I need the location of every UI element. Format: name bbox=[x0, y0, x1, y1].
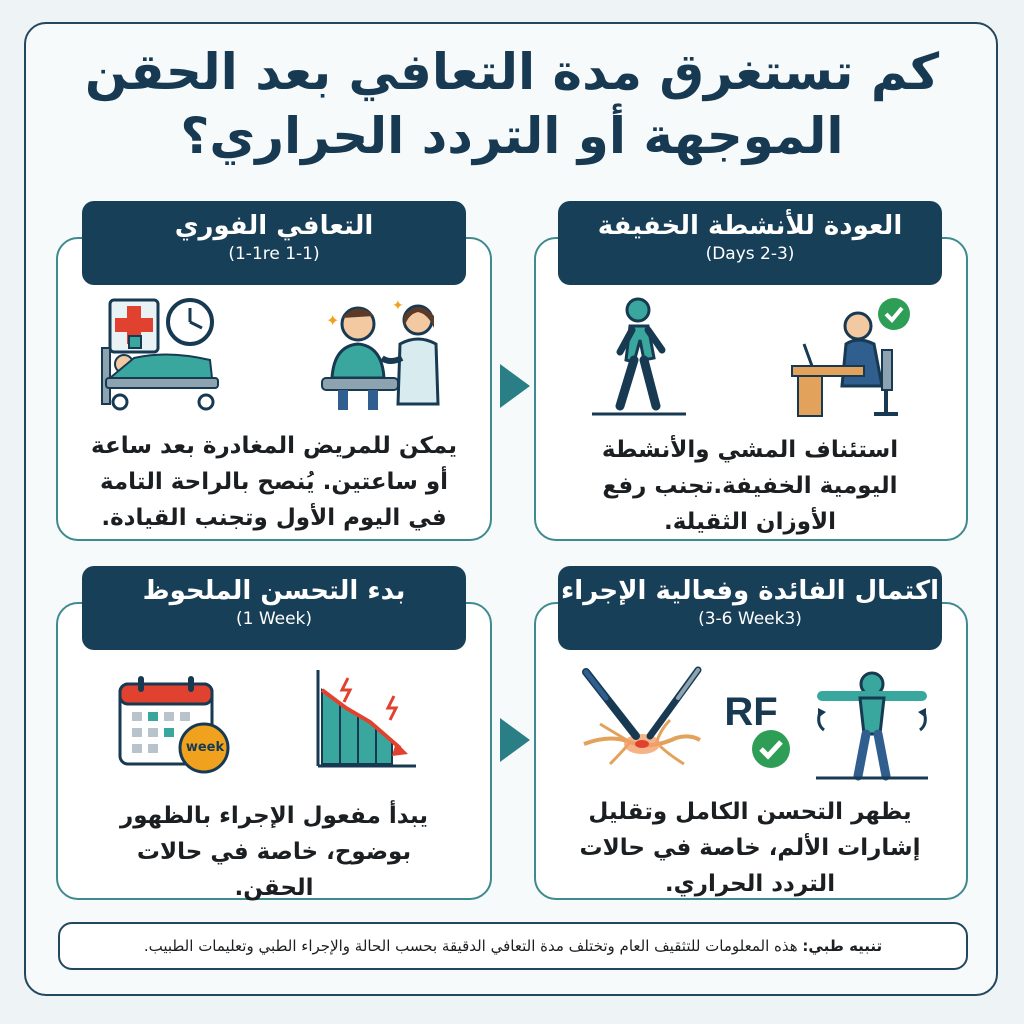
svg-text:✦: ✦ bbox=[326, 311, 339, 330]
disclaimer-label: تنبيه طبي: bbox=[802, 937, 883, 955]
badge-noticeable-improvement: بدء التحسن الملحوظ (1 Week) bbox=[82, 566, 466, 650]
badge-full-benefit: اكتمال الفائدة وفعالية الإجراء (3-6 Week… bbox=[558, 566, 942, 650]
text-light-activity: استئناف المشي والأنشطة اليومية الخفيفة.ت… bbox=[601, 437, 899, 535]
pain-decline-chart-icon bbox=[316, 670, 416, 768]
timeframe-full-benefit: (3-6 Week3) bbox=[698, 609, 802, 629]
page-title: كم تستغرق مدة التعافي بعد الحقن الموجهة … bbox=[60, 40, 964, 168]
medical-disclaimer: تنبيه طبي: هذه المعلومات للتثقيف العام و… bbox=[58, 922, 968, 970]
needle-nerve-icon bbox=[582, 666, 702, 766]
title-line-2: الموجهة أو التردد الحراري؟ bbox=[180, 107, 844, 165]
title-line-1: كم تستغرق مدة التعافي بعد الحقن bbox=[84, 43, 940, 101]
rf-label: RF bbox=[724, 690, 778, 734]
badge-light-activity: العودة للأنشطة الخفيفة (Days 2-3) bbox=[558, 201, 942, 285]
rf-check-icon bbox=[752, 730, 790, 768]
arrow-connector-top bbox=[500, 364, 530, 408]
stretching-person-icon bbox=[816, 671, 928, 781]
text-immediate-recovery: يمكن للمريض المغادرة بعد ساعة أو ساعتين.… bbox=[91, 433, 457, 531]
doctor-patient-icon: ✦ ✦ bbox=[321, 298, 440, 410]
heading-noticeable-improvement: بدء التحسن الملحوظ bbox=[142, 576, 406, 606]
badge-immediate-recovery: التعافي الفوري (1-1re 1-1) bbox=[82, 201, 466, 285]
heading-light-activity: العودة للأنشطة الخفيفة bbox=[597, 211, 903, 241]
desk-worker-check-icon bbox=[791, 298, 910, 417]
hospital-bed-clock-icon bbox=[101, 298, 219, 411]
svg-text:✦: ✦ bbox=[392, 298, 404, 314]
text-full-benefit: يظهر التحسن الكامل وتقليل إشارات الألم، … bbox=[579, 799, 921, 897]
walking-person-icon bbox=[592, 297, 686, 416]
heading-immediate-recovery: التعافي الفوري bbox=[174, 211, 374, 241]
timeframe-light-activity: (Days 2-3) bbox=[705, 244, 795, 264]
calendar-week-icon bbox=[118, 676, 230, 774]
timeframe-noticeable-improvement: (1 Week) bbox=[235, 609, 313, 629]
card-full-benefit bbox=[534, 602, 968, 900]
text-noticeable-improvement: يبدأ مفعول الإجراء بالظهور بوضوح، خاصة ف… bbox=[119, 803, 429, 901]
arrow-connector-bottom bbox=[500, 718, 530, 762]
heading-full-benefit: اكتمال الفائدة وفعالية الإجراء bbox=[561, 576, 939, 606]
calendar-week-badge: week bbox=[185, 740, 225, 755]
timeframe-immediate-recovery: (1-1re 1-1) bbox=[228, 244, 320, 264]
disclaimer-text: هذه المعلومات للتثقيف العام وتختلف مدة ا… bbox=[143, 937, 803, 955]
